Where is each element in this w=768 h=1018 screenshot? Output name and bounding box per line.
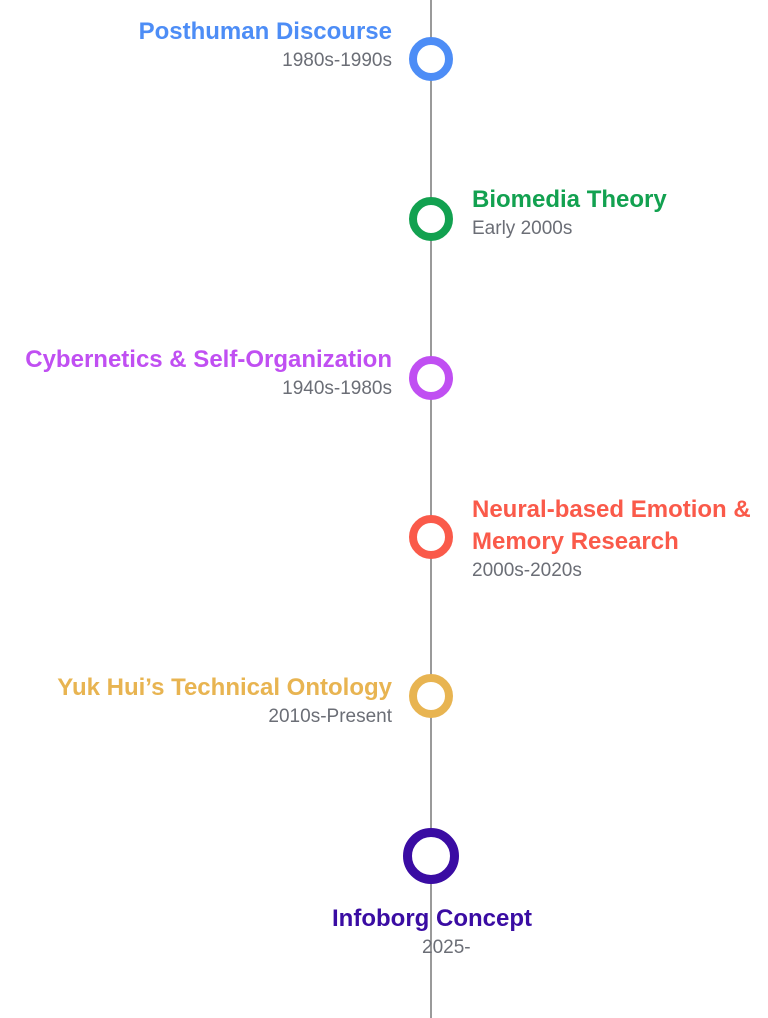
event-period: 2025- — [422, 937, 471, 958]
timeline-event-posthuman-discourse: Posthuman Discourse 1980s-1990s — [139, 16, 392, 74]
event-period: 1980s-1990s — [282, 50, 392, 71]
timeline-event-neural-emotion-memory: Neural-based Emotion & Memory Research 2… — [472, 494, 751, 584]
event-title: Yuk Hui’s Technical Ontology — [57, 674, 392, 701]
event-title-line1: Neural-based Emotion & — [472, 496, 751, 523]
timeline-node-posthuman-discourse — [409, 37, 453, 81]
event-period: 1940s-1980s — [282, 378, 392, 399]
timeline-event-infoborg-concept: Infoborg Concept 2025- — [282, 903, 582, 961]
event-title: Cybernetics & Self-Organization — [25, 346, 392, 373]
event-title: Biomedia Theory — [472, 186, 667, 213]
event-title: Infoborg Concept — [332, 905, 532, 932]
timeline-node-infoborg-concept — [403, 828, 459, 884]
timeline-event-biomedia-theory: Biomedia Theory Early 2000s — [472, 184, 667, 242]
timeline-event-cybernetics: Cybernetics & Self-Organization 1940s-19… — [25, 344, 392, 402]
event-period: 2000s-2020s — [472, 560, 582, 581]
event-title-line2: Memory Research — [472, 528, 679, 555]
timeline-node-cybernetics — [409, 356, 453, 400]
timeline-axis — [430, 0, 432, 1018]
timeline-event-yuk-hui: Yuk Hui’s Technical Ontology 2010s-Prese… — [57, 672, 392, 730]
event-period: 2010s-Present — [268, 706, 392, 727]
timeline-node-neural-emotion-memory — [409, 515, 453, 559]
event-title: Posthuman Discourse — [138, 18, 392, 45]
timeline-node-yuk-hui — [409, 674, 453, 718]
event-period: Early 2000s — [472, 218, 573, 239]
timeline-node-biomedia-theory — [409, 197, 453, 241]
